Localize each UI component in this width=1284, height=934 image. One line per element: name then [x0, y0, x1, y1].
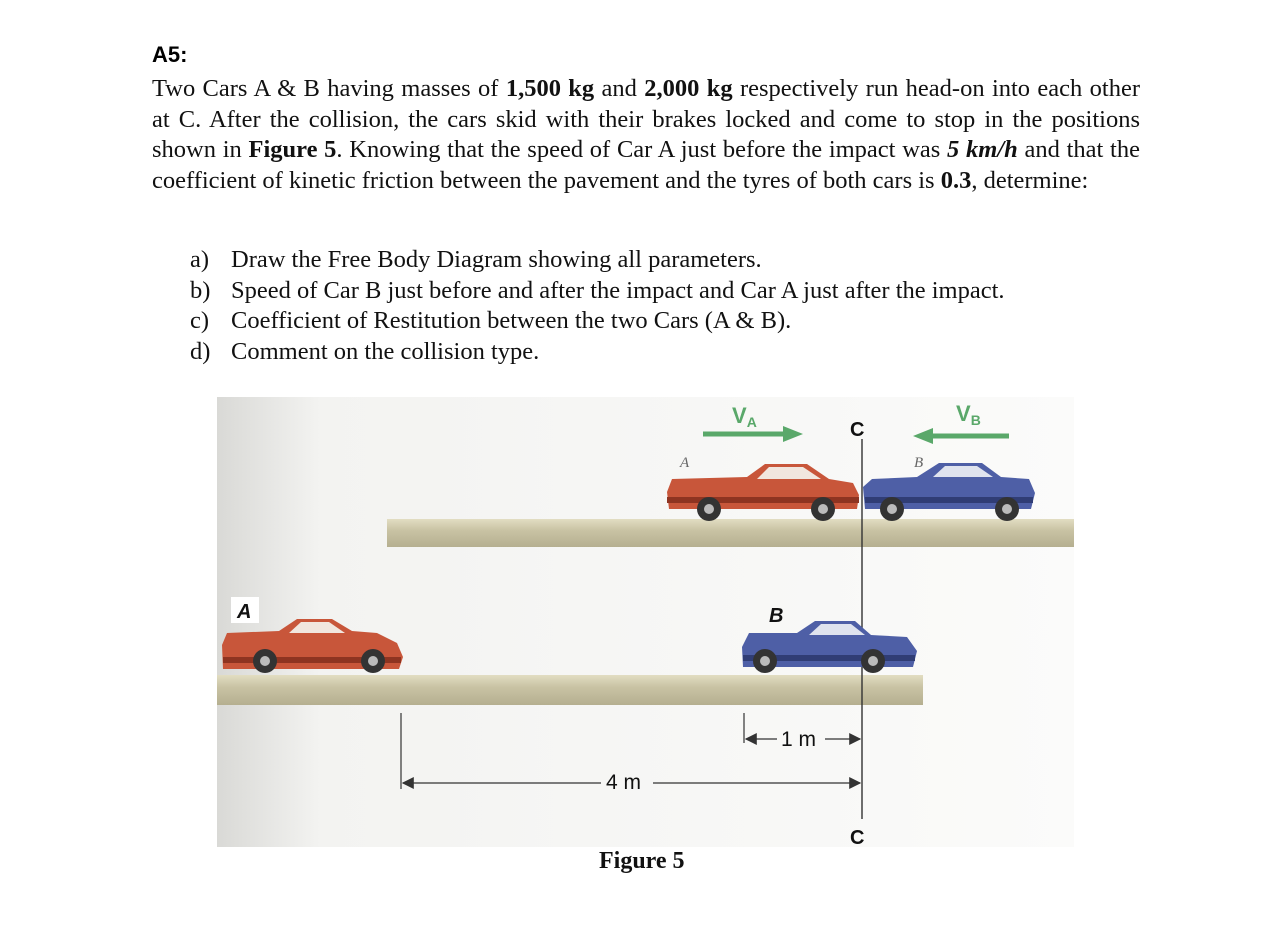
list-item: d)Comment on the collision type. [190, 337, 540, 365]
upper-road [387, 519, 1074, 547]
question-list: a)Draw the Free Body Diagram showing all… [190, 245, 1005, 367]
list-item: b)Speed of Car B just before and after t… [190, 276, 1005, 304]
lower-road [217, 675, 923, 705]
svg-text:B: B [769, 605, 783, 627]
problem-statement: Two Cars A & B having masses of 1,500 kg… [152, 75, 1140, 194]
dim-b-label: 1 m [781, 728, 816, 751]
list-item: c)Coefficient of Restitution between the… [190, 307, 792, 334]
mass-a: 1,500 kg [505, 75, 595, 102]
friction-coefficient: 0.3 [940, 166, 972, 194]
car-b-bottom: B [742, 605, 917, 673]
velocity-a-label: VA [732, 403, 757, 430]
car-a-bottom: A [222, 597, 403, 673]
svg-text:B: B [914, 455, 923, 471]
list-item: a)Draw the Free Body Diagram showing all… [190, 246, 762, 273]
mass-b: 2,000 kg [644, 75, 733, 102]
figure-caption: Figure 5 [599, 848, 685, 874]
car-a-top: A [667, 455, 859, 521]
dim-a-label: 4 m [606, 771, 641, 794]
collision-figure: VA VB C A B A B [217, 397, 1074, 847]
svg-text:A: A [679, 455, 690, 471]
velocity-b-arrow [913, 428, 1009, 444]
problem-label: A5: [152, 42, 188, 67]
velocity-b-label: VB [956, 401, 981, 428]
car-b-top: B [863, 455, 1035, 521]
point-c-top-label: C [850, 419, 864, 441]
figure-reference: Figure 5 [248, 136, 337, 163]
point-c-bottom-label: C [850, 827, 864, 847]
velocity-a-arrow [703, 426, 803, 442]
svg-text:A: A [236, 601, 251, 623]
speed-a: 5 km/h [947, 136, 1018, 163]
